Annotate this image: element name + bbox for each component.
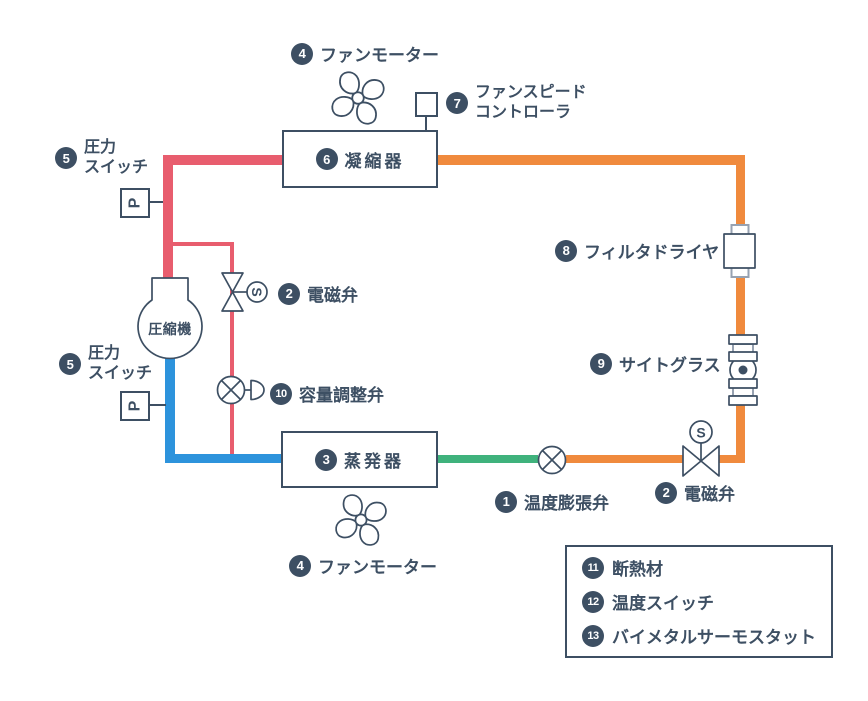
legend-item-bimetal-thermostat-badge: 13	[582, 624, 604, 647]
pressure-switch-top-label-text: 圧力 スイッチ	[84, 139, 149, 176]
fan-speed-controller-box	[415, 92, 438, 117]
capacity-valve-label: 10 容量調整弁	[270, 381, 384, 406]
pipe-bypass-branch-vertical	[230, 242, 234, 458]
fan-speed-controller-label: 7 ファンスピード コントローラ	[446, 83, 587, 123]
fan-motor-bottom-label: 4 ファンモーター	[289, 553, 437, 578]
expansion-valve-label: 1 温度膨張弁	[495, 489, 609, 514]
evaporator-number-badge: 3	[315, 448, 337, 471]
pressure-letter: P	[125, 400, 143, 412]
legend-item-insulation-text: 断熱材	[612, 560, 663, 579]
pipe-liquid-bottom-left	[566, 455, 684, 463]
pipe-discharge-horizontal	[163, 155, 282, 165]
pipe-suction-vertical	[165, 350, 175, 463]
fan-speed-controller-label-text: ファンスピード コントローラ	[475, 84, 587, 121]
solenoid-valve-right-label: 2 電磁弁	[655, 480, 735, 505]
sight-glass-number-badge: 9	[590, 352, 612, 375]
evaporator-box: 3 蒸発器	[281, 431, 438, 488]
solenoid-valve-upper-number-badge: 2	[278, 282, 300, 305]
solenoid-valve-right-number-badge: 2	[655, 481, 677, 504]
pipe-liquid-bottom-right	[719, 455, 745, 463]
pressure-switch-bottom-connector	[150, 404, 166, 406]
pipe-evaporator-outlet	[438, 455, 538, 463]
fan-icon-bottom	[335, 494, 387, 546]
pressure-switch-bottom-label: 5 圧力 スイッチ	[59, 344, 152, 384]
sight-glass-label: 9 サイトグラス	[590, 351, 721, 376]
legend-box: 11 断熱材 12 温度スイッチ 13 バイメタルサーモスタット	[565, 545, 833, 658]
pressure-switch-top-label: 5 圧力 スイッチ	[55, 138, 148, 178]
solenoid-valve-upper-icon: S	[221, 272, 268, 312]
legend-item-temperature-switch-badge: 12	[582, 590, 604, 613]
solenoid-valve-right-label-text: 電磁弁	[684, 485, 735, 504]
expansion-valve-number-badge: 1	[495, 490, 517, 513]
legend-item-bimetal-thermostat: 13 バイメタルサーモスタット	[582, 623, 831, 648]
condenser-box: 6 凝縮器	[282, 130, 438, 188]
capacity-valve-label-text: 容量調整弁	[299, 386, 384, 405]
capacity-valve-icon	[216, 375, 265, 405]
fan-icon-top	[331, 71, 385, 125]
solenoid-valve-upper-label-text: 電磁弁	[307, 286, 358, 305]
fan-motor-top-label: 4 ファンモーター	[291, 41, 439, 66]
pressure-switch-bottom-label-text: 圧力 スイッチ	[88, 345, 153, 382]
pressure-letter: P	[125, 197, 143, 209]
pipe-suction-horizontal	[165, 454, 282, 463]
expansion-valve-label-text: 温度膨張弁	[524, 494, 609, 513]
pipe-condenser-outlet-horizontal	[438, 155, 745, 165]
fan-motor-top-label-text: ファンモーター	[320, 46, 439, 65]
fan-speed-controller-stem	[425, 117, 427, 131]
pressure-switch-top-symbol: P	[120, 188, 150, 218]
pressure-switch-top-number-badge: 5	[55, 147, 77, 169]
pressure-switch-bottom-symbol: P	[120, 391, 150, 421]
pressure-switch-top-connector	[150, 201, 163, 203]
legend-item-temperature-switch-text: 温度スイッチ	[612, 594, 714, 613]
solenoid-valve-upper-label: 2 電磁弁	[278, 281, 358, 306]
pipe-liquid-vertical	[736, 155, 745, 463]
solenoid-valve-right-icon: S	[682, 420, 720, 477]
filter-dryer-label-text: フィルタドライヤ	[584, 243, 720, 262]
filter-dryer-label: 8 フィルタドライヤ	[555, 238, 719, 263]
expansion-valve-icon	[537, 445, 567, 475]
compressor-icon	[137, 277, 203, 360]
capacity-valve-number-badge: 10	[270, 382, 292, 405]
solenoid-letter: S	[249, 287, 265, 296]
legend-item-insulation-badge: 11	[582, 556, 604, 579]
pipe-discharge-vertical	[163, 155, 173, 281]
evaporator-label-text: 蒸発器	[344, 452, 404, 471]
compressor-label: 圧縮機	[148, 321, 192, 337]
filter-dryer-number-badge: 8	[555, 239, 577, 262]
condenser-label-text: 凝縮器	[344, 151, 405, 171]
fan-motor-bottom-label-text: ファンモーター	[318, 558, 437, 577]
condenser-label: 6 凝縮器	[315, 147, 405, 172]
solenoid-letter: S	[696, 425, 705, 441]
pipe-bypass-branch-horizontal	[168, 242, 232, 246]
legend-item-bimetal-thermostat-text: バイメタルサーモスタット	[612, 628, 816, 647]
condenser-number-badge: 6	[315, 148, 338, 170]
legend-item-temperature-switch: 12 温度スイッチ	[582, 589, 831, 614]
fan-motor-bottom-number-badge: 4	[289, 554, 311, 577]
evaporator-label: 3 蒸発器	[315, 447, 404, 472]
fan-motor-top-number-badge: 4	[291, 42, 313, 65]
sight-glass-label-text: サイトグラス	[619, 356, 721, 375]
sight-glass-icon	[728, 334, 758, 406]
filter-dryer-icon	[723, 224, 756, 278]
legend-item-insulation: 11 断熱材	[582, 555, 831, 580]
pressure-switch-bottom-number-badge: 5	[59, 353, 81, 375]
fan-speed-controller-number-badge: 7	[446, 92, 468, 114]
